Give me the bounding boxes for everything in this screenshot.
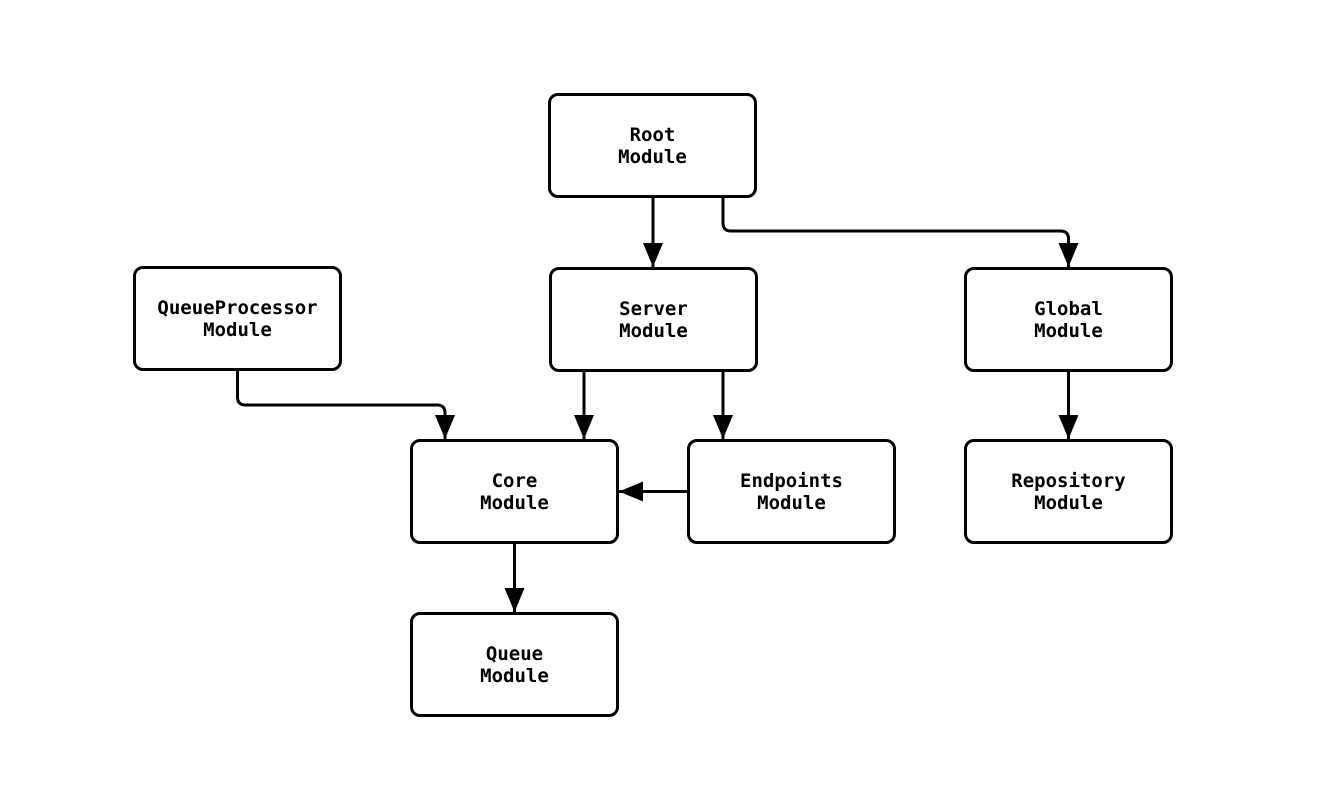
node-repository-module: Repository Module: [964, 439, 1173, 544]
node-endpoints-module-name: Endpoints: [740, 469, 843, 492]
node-queue-module: Queue Module: [410, 612, 619, 717]
edge-queueprocessor-to-core: [236, 371, 455, 439]
node-root-module-name: Root: [629, 123, 676, 146]
node-server-module-name: Server: [619, 297, 688, 320]
node-core-module-suffix: Module: [480, 491, 549, 514]
node-global-module-name: Global: [1034, 297, 1103, 320]
node-global-module: Global Module: [964, 267, 1173, 372]
node-repository-module-name: Repository: [1011, 469, 1126, 492]
node-core-module-name: Core: [491, 469, 538, 492]
node-queue-module-name: Queue: [485, 642, 544, 665]
node-endpoints-module: Endpoints Module: [687, 439, 896, 544]
node-queueprocessor-module: QueueProcessor Module: [133, 266, 342, 371]
node-repository-module-suffix: Module: [1034, 491, 1103, 514]
node-queue-module-suffix: Module: [480, 664, 549, 687]
node-queueprocessor-module-suffix: Module: [203, 318, 272, 341]
node-server-module-suffix: Module: [619, 319, 688, 342]
node-queueprocessor-module-name: QueueProcessor: [157, 296, 318, 319]
node-endpoints-module-suffix: Module: [757, 491, 826, 514]
node-root-module-suffix: Module: [618, 145, 687, 168]
node-root-module: Root Module: [548, 93, 757, 198]
edge-root-to-global: [721, 198, 1079, 267]
node-global-module-suffix: Module: [1034, 319, 1103, 342]
node-server-module: Server Module: [549, 267, 758, 372]
node-core-module: Core Module: [410, 439, 619, 544]
